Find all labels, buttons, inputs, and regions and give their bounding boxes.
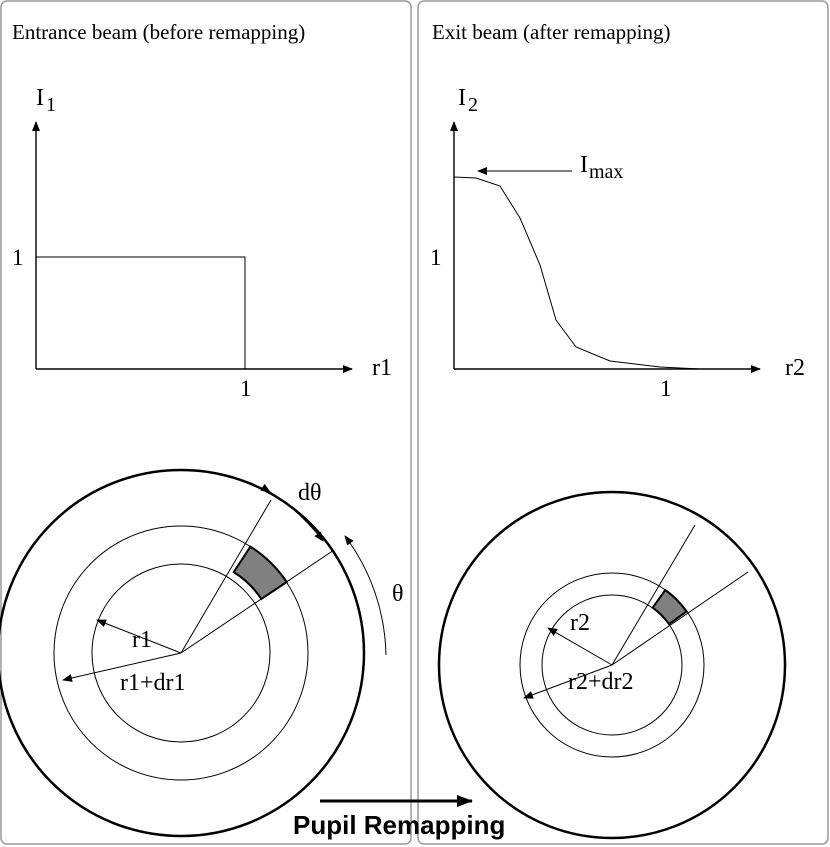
right-area-element [651, 588, 688, 626]
left-x-tick-label: 1 [240, 376, 252, 401]
left-pupil-diagram: dθ θ r1 r1+dr1 [0, 468, 404, 838]
left-r1-arrow [96, 619, 182, 654]
right-ray-lower [611, 571, 749, 666]
left-r1dr1-label: r1+dr1 [120, 670, 186, 696]
right-y-tick-label: 1 [430, 245, 442, 270]
left-x-axis-label: r1 [372, 355, 392, 381]
left-ray-upper [180, 499, 272, 654]
right-outer-pupil [437, 490, 787, 840]
right-panel-border [417, 0, 829, 845]
left-outer-pupil [0, 468, 366, 838]
right-r2dr2-arrow [523, 664, 613, 699]
pupil-remapping-label: Pupil Remapping [293, 810, 505, 840]
right-ring-inner [541, 594, 683, 736]
imax-label: Imax [580, 152, 623, 183]
right-x-axis-label: r2 [785, 355, 805, 381]
right-pupil-diagram: r2 r2+dr2 [437, 490, 787, 840]
left-ray-lower [180, 549, 335, 654]
right-ring-outer [519, 572, 705, 758]
right-r2-arrow [547, 627, 613, 666]
left-r1dr1-arrow [62, 652, 182, 682]
left-r1-label: r1 [132, 627, 152, 653]
left-flat-profile [36, 256, 246, 369]
left-area-element [232, 545, 289, 601]
right-panel-title: Exit beam (after remapping) [432, 20, 670, 44]
right-r2dr2-label: r2+dr2 [568, 669, 634, 695]
left-theta-arc [344, 535, 387, 656]
left-panel-border [0, 0, 412, 845]
left-panel-title: Entrance beam (before remapping) [12, 20, 305, 44]
left-y-tick-label: 1 [12, 245, 24, 270]
left-theta-label: θ [392, 581, 404, 607]
right-x-tick-label: 1 [660, 376, 672, 401]
right-ray-upper [611, 524, 696, 666]
left-dtheta-label: dθ [298, 480, 322, 506]
right-remapped-profile [453, 176, 701, 370]
left-ring-inner [91, 563, 271, 743]
right-r2-label: r2 [570, 610, 590, 636]
left-dtheta-arc [260, 483, 324, 542]
left-ring-outer [53, 525, 309, 781]
